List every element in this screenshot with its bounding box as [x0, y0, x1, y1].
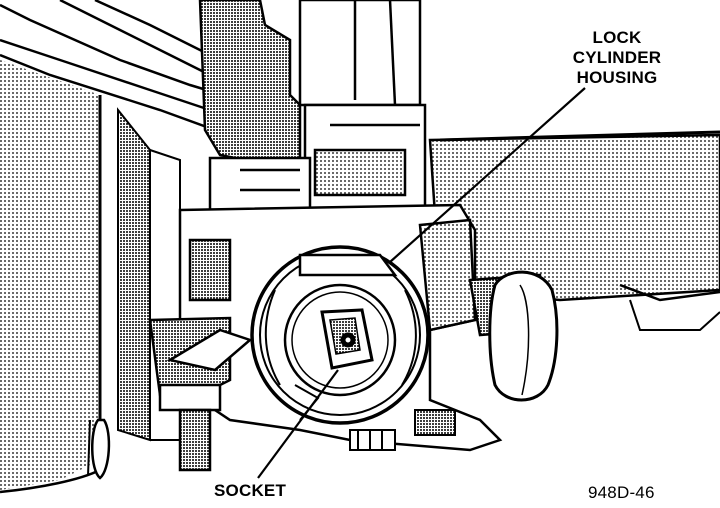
figure-id: 948D-46 [588, 483, 655, 502]
lock-housing-leader [389, 87, 586, 263]
bottom-fasteners [349, 409, 456, 451]
lock-label-line-2: CYLINDER [572, 48, 662, 67]
tilt-lever-knob [488, 270, 559, 402]
panel-shade [0, 60, 100, 490]
lower-mechanism [148, 316, 253, 472]
lock-label-line-1: LOCK [592, 28, 642, 47]
lock-label-line-3: HOUSING [576, 68, 658, 87]
socket-label: SOCKET [214, 481, 287, 500]
upper-bracket [198, 0, 427, 217]
socket-leader [257, 369, 339, 479]
lock-cylinder-housing-label: LOCK CYLINDER HOUSING [562, 28, 672, 88]
